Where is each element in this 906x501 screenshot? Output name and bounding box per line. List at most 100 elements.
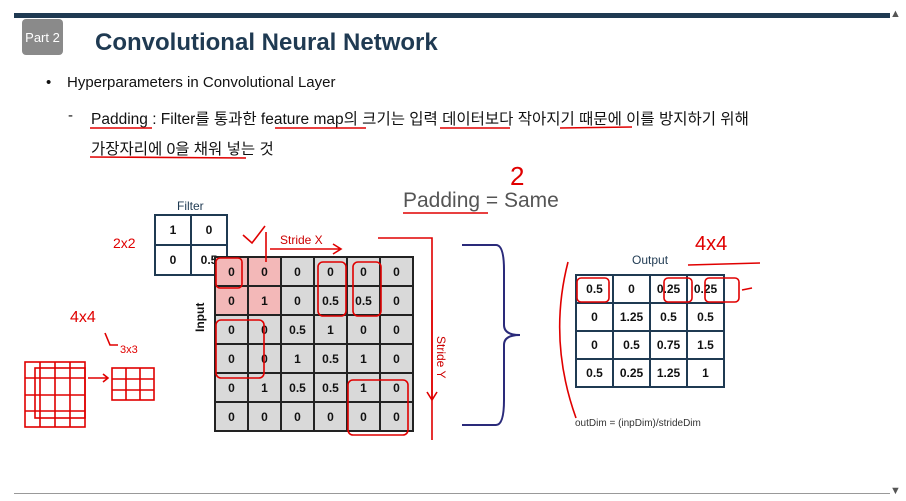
output-cell: 0 <box>612 274 651 304</box>
table-row: 0 0 0 0 0 0 <box>214 256 414 287</box>
filter-cell: 0 <box>154 244 192 276</box>
input-cell: 0.5 <box>280 372 315 403</box>
output-cell: 0.25 <box>612 358 651 388</box>
input-cell: 0 <box>280 285 315 316</box>
output-cell: 1.5 <box>686 330 725 360</box>
output-dim-formula: outDim = (inpDim)/strideDim <box>575 418 701 429</box>
table-row: 0 0 0 0 0 0 <box>214 401 414 432</box>
output-cell: 0.5 <box>649 302 688 332</box>
table-row: 0 0.5 0.75 1.5 <box>575 330 725 360</box>
output-label: Output <box>632 253 669 267</box>
output-cell: 1.25 <box>612 302 651 332</box>
slide-title: Convolutional Neural Network <box>95 29 438 56</box>
scribble-arrow <box>88 373 110 383</box>
input-cell: 0 <box>379 401 414 432</box>
input-cell: 1 <box>247 372 282 403</box>
part-badge: Part 2 <box>22 19 63 55</box>
padding-definition-line2: 가장자리에 0을 채워 넣는 것 <box>91 141 274 158</box>
table-row: 0 1 0 0.5 0.5 0 <box>214 285 414 316</box>
input-cell: 0 <box>379 372 414 403</box>
brace-icon <box>462 244 521 426</box>
input-cell: 1 <box>346 343 381 374</box>
stride-y-label: Stride Y <box>434 336 448 379</box>
stride-number-note: 2 <box>510 161 524 191</box>
input-cell: 0 <box>247 314 282 345</box>
output-cell: 1 <box>686 358 725 388</box>
padding-same-label: Padding = Same <box>403 189 559 212</box>
filter-cell: 1 <box>154 214 192 246</box>
input-cell: 0 <box>214 314 249 345</box>
input-cell: 0 <box>247 343 282 374</box>
output-cell: 0.5 <box>575 358 614 388</box>
input-matrix: 0 0 0 0 0 0 0 1 0 0.5 0.5 0 0 0 0.5 1 0 … <box>214 256 414 432</box>
check-mark <box>242 225 266 245</box>
table-row: 1 0 <box>154 214 228 246</box>
input-cell: 0.5 <box>313 343 348 374</box>
input-cell: 0 <box>280 256 315 287</box>
input-cell: 1 <box>346 372 381 403</box>
input-cell: 1 <box>280 343 315 374</box>
padding-definition-line1: Padding : Filter를 통과한 feature map의 크기는 입… <box>91 111 749 128</box>
input-size-note: 4x4 <box>70 309 96 326</box>
input-label: Input <box>193 302 207 332</box>
output-cell: 0.5 <box>575 274 614 304</box>
output-cell: 0.5 <box>612 330 651 360</box>
input-cell: 0 <box>379 256 414 287</box>
input-cell: 0 <box>313 401 348 432</box>
conv-size-note: 3x3 <box>120 344 138 356</box>
table-row: 0 0 1 0.5 1 0 <box>214 343 414 374</box>
output-cell: 0 <box>575 330 614 360</box>
table-row: 0 0 0.5 1 0 0 <box>214 314 414 345</box>
output-cell: 1.25 <box>649 358 688 388</box>
filter-matrix: 1 0 0 0.5 <box>154 214 228 276</box>
table-row: 0.5 0 0.25 0.25 <box>575 274 725 304</box>
note-arrow <box>104 332 118 346</box>
input-cell: 0 <box>313 256 348 287</box>
input-cell: 0 <box>214 401 249 432</box>
input-cell: 1 <box>247 285 282 316</box>
input-cell: 0 <box>214 372 249 403</box>
bottom-rule <box>14 493 890 494</box>
input-cell: 0.5 <box>346 285 381 316</box>
scroll-up-icon[interactable]: ▲ <box>890 8 901 20</box>
output-cell: 0.25 <box>649 274 688 304</box>
filter-size-note: 2x2 <box>113 235 136 251</box>
input-cell: 0.5 <box>280 314 315 345</box>
input-cell: 0 <box>214 343 249 374</box>
input-cell: 0.5 <box>313 285 348 316</box>
scroll-down-icon[interactable]: ▼ <box>890 485 901 497</box>
scribble-grid-right <box>111 367 155 401</box>
input-cell: 0 <box>346 314 381 345</box>
input-cell: 0 <box>379 314 414 345</box>
bullet-text: Hyperparameters in Convolutional Layer <box>67 74 336 91</box>
input-cell: 0 <box>346 256 381 287</box>
input-cell: 0 <box>214 256 249 287</box>
output-size-underline <box>687 262 761 266</box>
scribble-grid-left <box>24 361 86 428</box>
input-cell: 0 <box>247 401 282 432</box>
input-cell: 0 <box>346 401 381 432</box>
input-cell: 0 <box>280 401 315 432</box>
input-cell: 0.5 <box>313 372 348 403</box>
input-cell: 0 <box>214 285 249 316</box>
sub-dash: - <box>68 107 73 124</box>
input-cell: 0 <box>379 285 414 316</box>
stride-x-label: Stride X <box>280 233 323 247</box>
output-mark <box>741 287 753 291</box>
output-cell: 0.75 <box>649 330 688 360</box>
output-cell: 0.5 <box>686 302 725 332</box>
output-cell: 0.25 <box>686 274 725 304</box>
bullet-dot: • <box>46 74 52 91</box>
filter-cell: 0 <box>190 214 228 246</box>
input-cell: 1 <box>313 314 348 345</box>
output-size-note: 4x4 <box>695 233 727 255</box>
output-cell: 0 <box>575 302 614 332</box>
filter-label: Filter <box>177 199 204 213</box>
table-row: 0 1.25 0.5 0.5 <box>575 302 725 332</box>
table-row: 0.5 0.25 1.25 1 <box>575 358 725 388</box>
output-paren <box>558 261 577 419</box>
table-row: 0 1 0.5 0.5 1 0 <box>214 372 414 403</box>
input-cell: 0 <box>379 343 414 374</box>
output-matrix: 0.5 0 0.25 0.25 0 1.25 0.5 0.5 0 0.5 0.7… <box>575 274 725 388</box>
top-rule <box>14 13 890 18</box>
